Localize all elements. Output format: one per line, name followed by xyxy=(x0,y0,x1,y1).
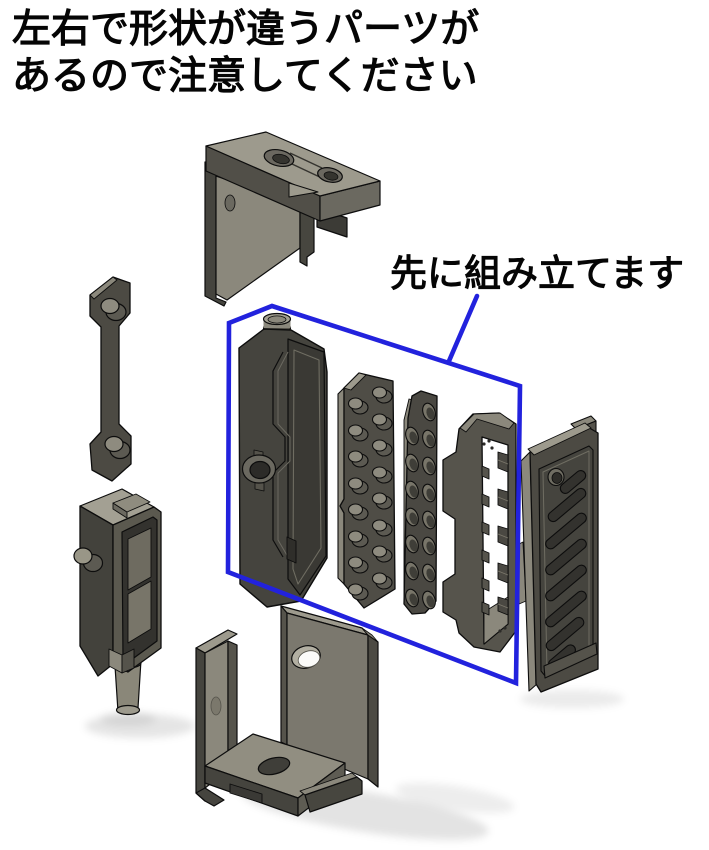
assemble-first-highlight-box xyxy=(225,303,523,687)
cover-hole xyxy=(547,467,565,487)
callout-leader-line xyxy=(446,293,480,364)
vent-slots xyxy=(545,470,587,670)
pin-array xyxy=(347,386,393,601)
sensor-block-part xyxy=(73,488,162,716)
bracket-base-hole xyxy=(257,756,291,776)
frame-rivet-dots xyxy=(482,439,507,633)
warning-heading: 左右で形状が違うパーツが あるので注意してください xyxy=(12,6,479,100)
warning-heading-line-1: 左右で形状が違うパーツが xyxy=(12,6,480,52)
pin-plate-part xyxy=(337,372,396,609)
bottom-bracket-part xyxy=(195,605,379,817)
frame-plate-part xyxy=(442,412,517,653)
sensor-side-pin xyxy=(73,547,104,573)
housing-part xyxy=(238,312,328,608)
vent-cover-part xyxy=(516,415,599,693)
link-top-pin xyxy=(100,297,127,322)
top-bracket-part xyxy=(204,131,381,307)
assemble-first-callout-label: 先に組み立てます xyxy=(390,251,685,295)
warning-heading-line-2: あるので注意してください xyxy=(12,53,478,99)
hole-plate-part xyxy=(403,390,438,615)
housing-boss-hole xyxy=(241,449,277,492)
bracket-upright-hole xyxy=(291,645,321,669)
hole-array xyxy=(405,402,436,610)
bracket-top-holes xyxy=(263,148,343,183)
link-bottom-pin xyxy=(104,435,131,460)
sensor-window xyxy=(121,516,158,664)
frame-teeth xyxy=(481,451,509,616)
left-link-part xyxy=(89,276,132,482)
